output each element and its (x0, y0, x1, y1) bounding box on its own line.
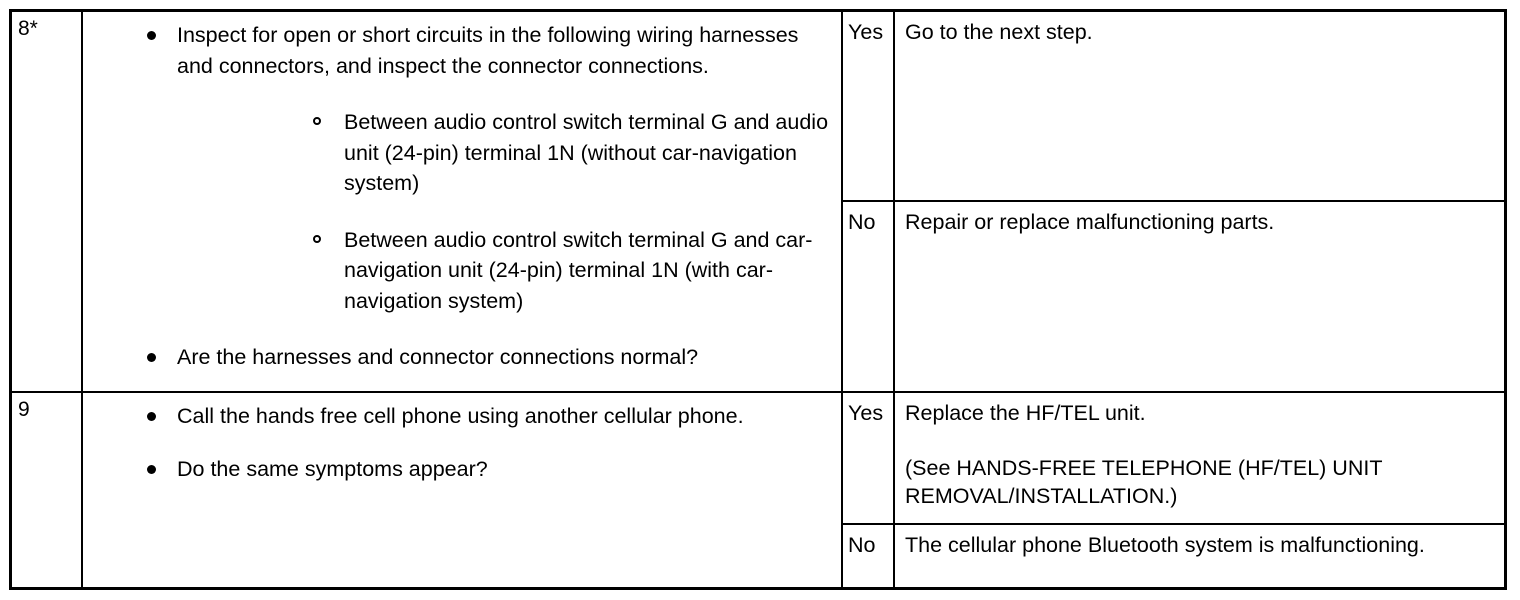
hollow-bullet-icon (313, 234, 321, 243)
step8-inspection-cell: Inspect for open or short circuits in th… (83, 12, 841, 391)
bullet-text: Inspect for open or short circuits in th… (177, 23, 799, 78)
action-text: Replace the HF/TEL unit. (905, 401, 1146, 425)
table-row: 9 (12, 393, 81, 587)
row-divider-step8-step9 (12, 391, 1504, 393)
step9-answer-no: No (843, 525, 893, 587)
filled-bullet-icon (147, 31, 156, 40)
sub-bullet-text: Between audio control switch terminal G … (344, 227, 813, 313)
list-item: Between audio control switch terminal G … (177, 225, 831, 317)
bullet-text: Do the same symptoms appear? (177, 456, 488, 481)
inspection-sub-list: Between audio control switch terminal G … (177, 107, 831, 316)
action-text: Go to the next step. (905, 20, 1093, 44)
list-item: Call the hands free cell phone using ano… (83, 401, 831, 432)
list-item: Do the same symptoms appear? (83, 454, 831, 485)
list-item: Are the harnesses and connector connecti… (83, 342, 831, 373)
answer-label: No (848, 210, 876, 234)
column-divider-answer (841, 12, 843, 587)
filled-bullet-icon (147, 464, 156, 474)
step8-answer-no: No (843, 202, 893, 391)
row-divider-step9-yes-no (841, 523, 1504, 525)
hollow-bullet-icon (313, 117, 321, 125)
step8-action-no: Repair or replace malfunctioning parts. (895, 202, 1504, 391)
action-text: The cellular phone Bluetooth system is m… (905, 533, 1425, 557)
column-divider-step (81, 12, 83, 587)
inspection-bullet-list: Inspect for open or short circuits in th… (83, 20, 831, 373)
step8-action-yes: Go to the next step. (895, 12, 1504, 200)
step9-action-no: The cellular phone Bluetooth system is m… (895, 525, 1504, 587)
bullet-text: Are the harnesses and connector connecti… (177, 345, 699, 369)
step9-inspection-cell: Call the hands free cell phone using ano… (83, 393, 841, 587)
sub-bullet-text: Between audio control switch terminal G … (344, 110, 829, 195)
step9-answer-yes: Yes (843, 393, 893, 523)
action-text: Repair or replace malfunctioning parts. (905, 210, 1275, 234)
row-divider-step8-yes-no (841, 200, 1504, 202)
column-divider-result (893, 12, 895, 587)
table-row: 8* (12, 12, 81, 391)
answer-label: No (848, 533, 876, 557)
list-item: Inspect for open or short circuits in th… (83, 20, 831, 316)
filled-bullet-icon (147, 353, 156, 362)
bullet-text: Call the hands free cell phone using ano… (177, 404, 744, 428)
inspection-bullet-list: Call the hands free cell phone using ano… (83, 401, 831, 484)
step8-answer-yes: Yes (843, 12, 893, 200)
step-number: 8* (18, 17, 38, 40)
action-reference-text: (See HANDS-FREE TELEPHONE (HF/TEL) UNIT … (905, 456, 1383, 508)
filled-bullet-icon (147, 412, 156, 421)
list-item: Between audio control switch terminal G … (177, 107, 831, 199)
answer-label: Yes (848, 401, 884, 425)
step9-action-yes: Replace the HF/TEL unit. (See HANDS-FREE… (895, 393, 1504, 523)
step-number: 9 (18, 398, 30, 421)
diagnostic-table: 8* Inspect for open or short circuits in… (9, 9, 1507, 590)
answer-label: Yes (848, 20, 884, 44)
